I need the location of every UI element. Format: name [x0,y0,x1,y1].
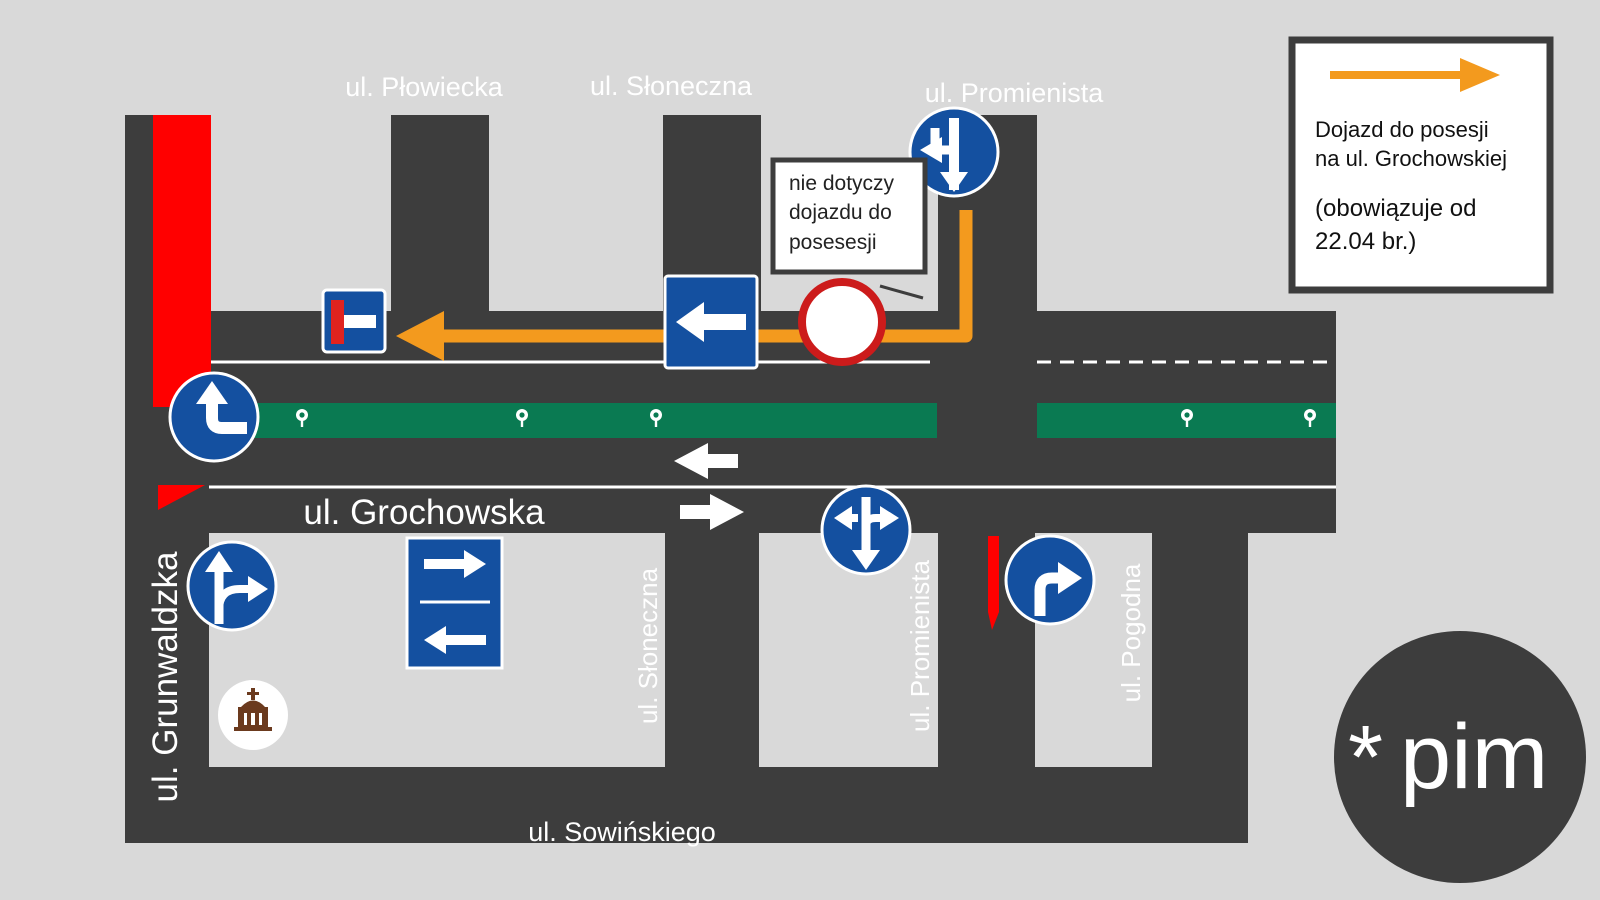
legend-arrow-shaft [1330,71,1470,79]
road-plowiecka [391,115,489,315]
legend-box: Dojazd do posesji na ul. Grochowskiej (o… [1288,36,1554,294]
street-label-sloneczna-bottom: ul. Słoneczna [633,567,663,724]
keep-left-or-straight-sign-icon [908,106,1000,198]
street-label-promienista-bottom: ul. Promienista [905,559,935,731]
road-network [125,115,1336,843]
straight-or-left-sign-icon [820,484,912,576]
pim-logo-text: pim [1400,706,1548,808]
turn-right-only-sign-icon [1004,534,1096,626]
no-entry-sign-icon [798,278,924,366]
one-way-left-sign-icon [663,274,759,370]
turn-left-only-sign-icon [168,371,260,463]
closure-flag-grunwaldzka [158,485,205,510]
street-label-sloneczna-top: ul. Słoneczna [590,71,753,101]
road-sowinskiego [125,767,1248,843]
exception-note: nie dotyczy dojazdu do posesesji [770,157,928,275]
detour-route [396,210,973,361]
legend-arrow-icon [1460,58,1500,92]
street-label-pogodna: ul. Pogodna [1116,563,1146,702]
street-labels: ul. Płowiecka ul. Słoneczna ul. Promieni… [146,71,1146,847]
lane-arrow-left [674,443,738,479]
closure-grunwaldzka [153,115,211,407]
green-median [250,403,1336,438]
lane-markings [209,360,1336,530]
road-sloneczna-bottom [665,530,759,771]
legend-line-2: na ul. Grochowskiej [1315,146,1507,171]
dead-end-sign-icon [321,288,387,354]
closure-promienista [988,536,999,630]
legend-line-1: Dojazd do posesji [1315,117,1489,142]
lane-arrow-right [680,494,744,530]
legend-line-3: (obowiązuje od [1315,195,1476,222]
note-line-1: nie dotyczy [789,172,895,195]
two-way-traffic-sign-icon [405,536,504,670]
note-line-3: posesesji [789,231,877,254]
street-label-grochowska: ul. Grochowska [303,493,545,532]
street-label-sowinskiego: ul. Sowińskiego [528,817,716,847]
legend-line-4: 22.04 br.) [1315,228,1416,255]
street-label-plowiecka: ul. Płowiecka [345,72,504,102]
pim-logo-star: * [1348,708,1383,808]
road-pogodna [1152,530,1248,771]
note-line-2: dojazdu do [789,201,892,224]
street-label-promienista-top: ul. Promienista [925,78,1105,108]
straight-or-right-sign-icon [186,540,278,632]
street-label-grunwaldzka: ul. Grunwaldzka [146,551,185,802]
pim-logo: * pim [1334,631,1586,883]
road-closures [153,115,999,630]
church-icon [218,680,288,750]
